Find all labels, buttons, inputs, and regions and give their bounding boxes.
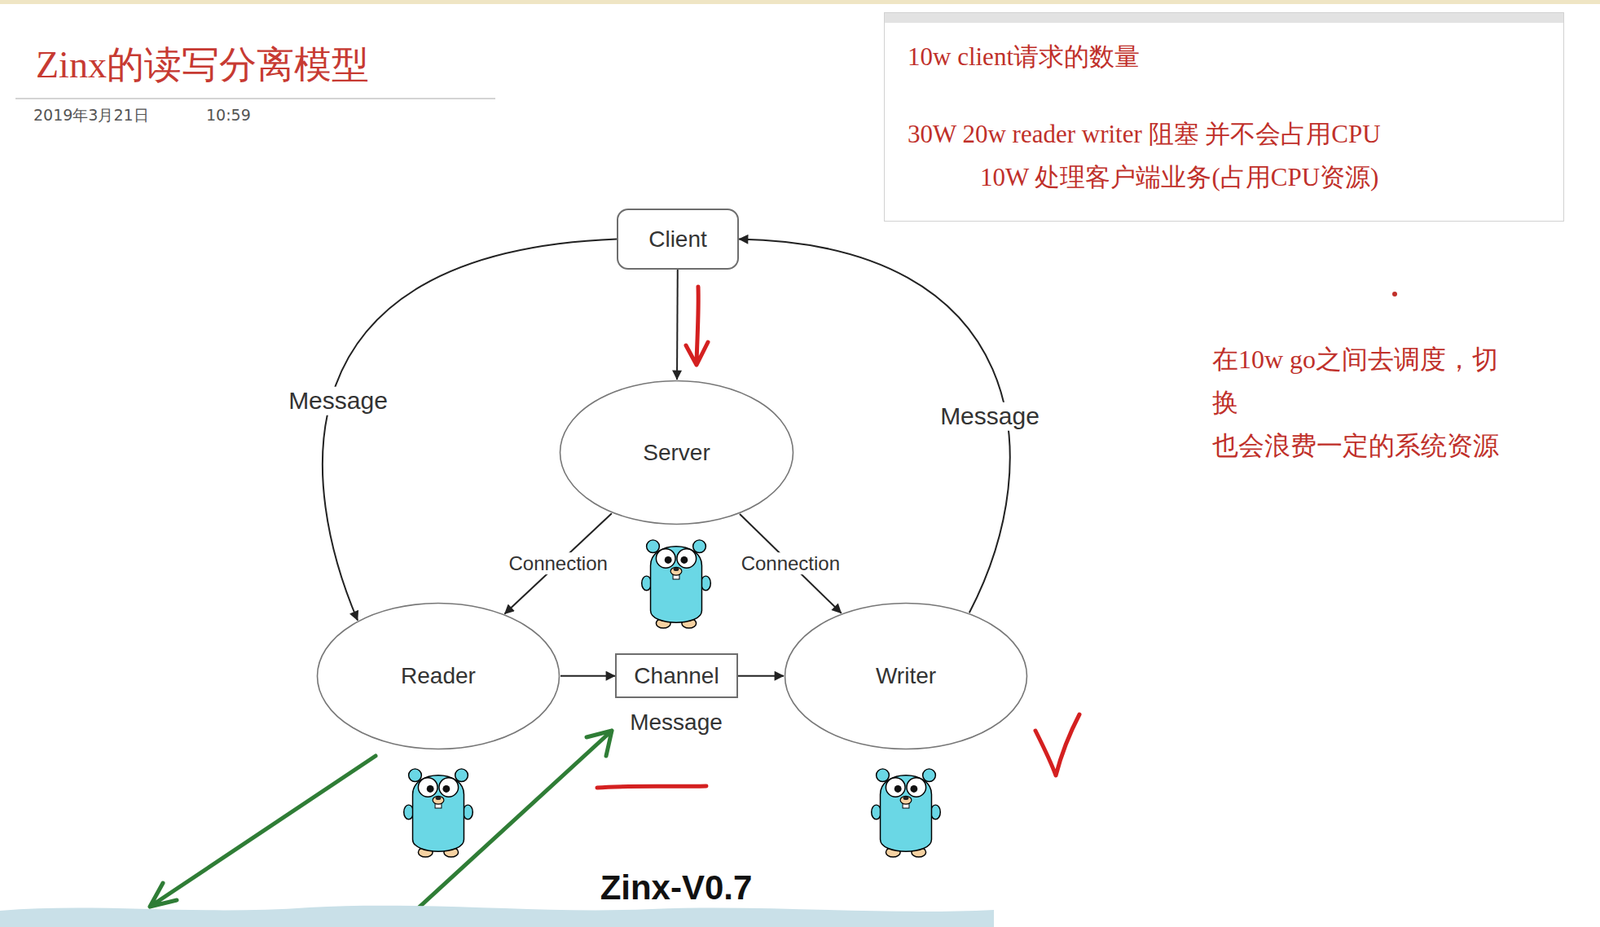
green-arrow (397, 730, 612, 927)
top-bar (0, 0, 1600, 5)
red-note-group: 在10w go之间去调度，切换也会浪费一定的系统资源 (1212, 338, 1521, 468)
note-text: 30W 20w reader writer 阻塞 并不会占用CPU (907, 118, 1381, 151)
red-check-mark (1035, 714, 1080, 776)
channel-box: Channel (615, 653, 739, 699)
date-text: 2019年3月21日 (33, 105, 150, 125)
edge-label: Message (937, 402, 1042, 431)
ellipse-shape (560, 381, 794, 525)
writer-ellipse: Writer (783, 602, 1029, 751)
title-underline (15, 97, 496, 100)
edge-label: Connection (505, 552, 610, 576)
red-annotation-arrow (685, 286, 708, 365)
channel-caption: Message (629, 708, 723, 737)
bottom-wave (0, 905, 994, 927)
client-box: Client (616, 208, 739, 270)
arrow-connector (738, 675, 784, 677)
gopher-mascot (871, 769, 941, 858)
ellipse-shape (785, 603, 1028, 750)
red-underline (597, 786, 707, 788)
edge-label: Connection (738, 552, 843, 576)
note-panel: 10w client请求的数量 30W 20w reader writer 阻塞 … (883, 12, 1565, 222)
node-label: Client (648, 225, 708, 254)
server-ellipse: Server (558, 379, 795, 526)
edge-label: Message (285, 386, 391, 416)
ellipse-shape (317, 603, 560, 750)
arrow-connector (504, 513, 611, 614)
gopher-mascot (641, 540, 712, 629)
node-label: Writer (875, 662, 937, 691)
arrow-connector (560, 675, 616, 677)
reader-ellipse: Reader (316, 602, 561, 751)
handwritten-note: 在10w go之间去调度，切换 (1212, 338, 1521, 425)
panel-top-bar (884, 13, 1564, 23)
gopher-mascot (404, 769, 474, 858)
arrow-connector (676, 269, 679, 380)
note-text: 10w client请求的数量 (907, 40, 1140, 74)
node-label: Reader (400, 662, 476, 691)
green-arrow (149, 756, 376, 907)
note-text: 10W 处理客户端业务(占用CPU资源) (980, 161, 1379, 194)
page-title: Zinx的读写分离模型 (35, 42, 370, 88)
node-label: Channel (633, 662, 719, 691)
handwritten-note: 也会浪费一定的系统资源 (1212, 424, 1521, 468)
version-text: Zinx-V0.7 (600, 867, 753, 909)
red-dot (1392, 291, 1398, 297)
time-text: 10:59 (206, 105, 251, 125)
node-label: Server (642, 439, 710, 467)
